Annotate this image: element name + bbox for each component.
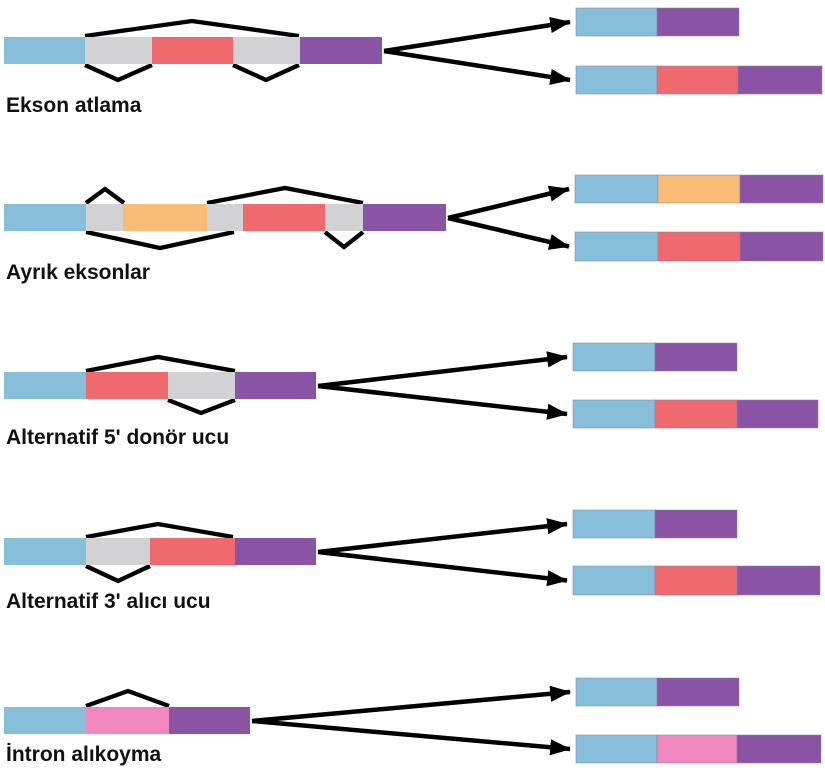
section-label-mutually-exclusive-exons: Ayrık eksonlar [6, 261, 150, 284]
splice-path [85, 229, 235, 251]
pre-mrna-segment-pink [86, 707, 169, 734]
mrna-product-segment-blue [575, 65, 658, 95]
pre-mrna-segment-gray [86, 204, 123, 231]
mrna-product-segment-purple [736, 399, 819, 429]
mrna-product-segment-blue [572, 399, 656, 429]
splice-path [84, 63, 153, 83]
splice-path [232, 63, 300, 83]
pre-mrna-segment-red [86, 372, 168, 399]
splice-arrow [383, 17, 571, 54]
section-label-alt-5-donor-site: Alternatif 5' donör ucu [6, 426, 230, 449]
mrna-product-segment-purple [737, 65, 823, 95]
mrna-product-segment-purple [656, 7, 740, 37]
pre-mrna-segment-gray [85, 37, 152, 64]
mrna-product-segment-red [657, 231, 741, 262]
splice-path [84, 18, 300, 39]
splice-path [85, 564, 151, 584]
section-label-exon-skipping: Ekson atlama [6, 94, 142, 117]
splice-path [85, 354, 236, 374]
pre-mrna-segment-purple [235, 372, 316, 399]
splice-path [84, 186, 126, 205]
pre-mrna-segment-gray [168, 372, 235, 399]
mrna-product-segment-purple [739, 231, 824, 262]
splice-path [167, 397, 236, 416]
mrna-product-segment-blue [574, 174, 659, 204]
pre-mrna-segment-blue [4, 204, 86, 231]
mrna-product-segment-blue [575, 7, 658, 37]
splice-path [85, 688, 170, 709]
mrna-product-segment-blue [572, 509, 656, 539]
mrna-product-segment-purple [736, 565, 821, 596]
splice-arrow [447, 215, 570, 250]
splice-arrow [251, 718, 571, 756]
splice-arrow [447, 185, 570, 221]
pre-mrna-segment-purple [235, 538, 316, 565]
pre-mrna-segment-purple [300, 37, 382, 64]
mrna-product-segment-purple [656, 677, 740, 707]
pre-mrna-segment-gray [233, 37, 300, 64]
pre-mrna-segment-blue [4, 37, 85, 64]
pre-mrna-segment-red [150, 538, 235, 565]
pre-mrna-segment-blue [4, 538, 86, 565]
mrna-product-segment-orange [657, 174, 741, 204]
pre-mrna-segment-purple [363, 204, 446, 231]
mrna-product-segment-red [654, 399, 738, 429]
splice-path [206, 185, 364, 206]
pre-mrna-segment-blue [4, 372, 86, 399]
mrna-product-segment-blue [575, 677, 658, 707]
section-label-alt-3-acceptor-site: Alternatif 3' alıcı ucu [6, 590, 211, 613]
splice-arrow [383, 48, 571, 85]
mrna-product-segment-blue [572, 565, 656, 596]
pre-mrna-segment-blue [4, 707, 86, 734]
pre-mrna-segment-gray [325, 204, 363, 231]
mrna-product-segment-purple [654, 342, 738, 372]
mrna-product-segment-blue [575, 734, 658, 764]
mrna-product-segment-red [656, 65, 739, 95]
splice-arrow [317, 351, 568, 389]
splice-path [323, 230, 365, 250]
mrna-product-segment-pink [656, 734, 738, 764]
pre-mrna-segment-gray [86, 538, 150, 565]
pre-mrna-segment-gray [207, 204, 243, 231]
splice-arrow [317, 383, 568, 420]
splice-arrow [317, 518, 568, 555]
splice-arrow [251, 685, 571, 724]
mrna-product-segment-red [654, 565, 738, 596]
mrna-product-segment-purple [739, 174, 824, 204]
section-label-intron-retention: İntron alıkoyma [6, 743, 162, 766]
pre-mrna-segment-red [152, 37, 233, 64]
splice-arrow [317, 549, 568, 587]
pre-mrna-segment-red [243, 204, 325, 231]
splice-path [85, 521, 234, 540]
pre-mrna-segment-orange [123, 204, 207, 231]
mrna-product-segment-purple [654, 509, 738, 539]
pre-mrna-segment-purple [169, 707, 250, 734]
mrna-product-segment-blue [574, 231, 659, 262]
mrna-product-segment-purple [736, 734, 822, 764]
mrna-product-segment-blue [572, 342, 656, 372]
